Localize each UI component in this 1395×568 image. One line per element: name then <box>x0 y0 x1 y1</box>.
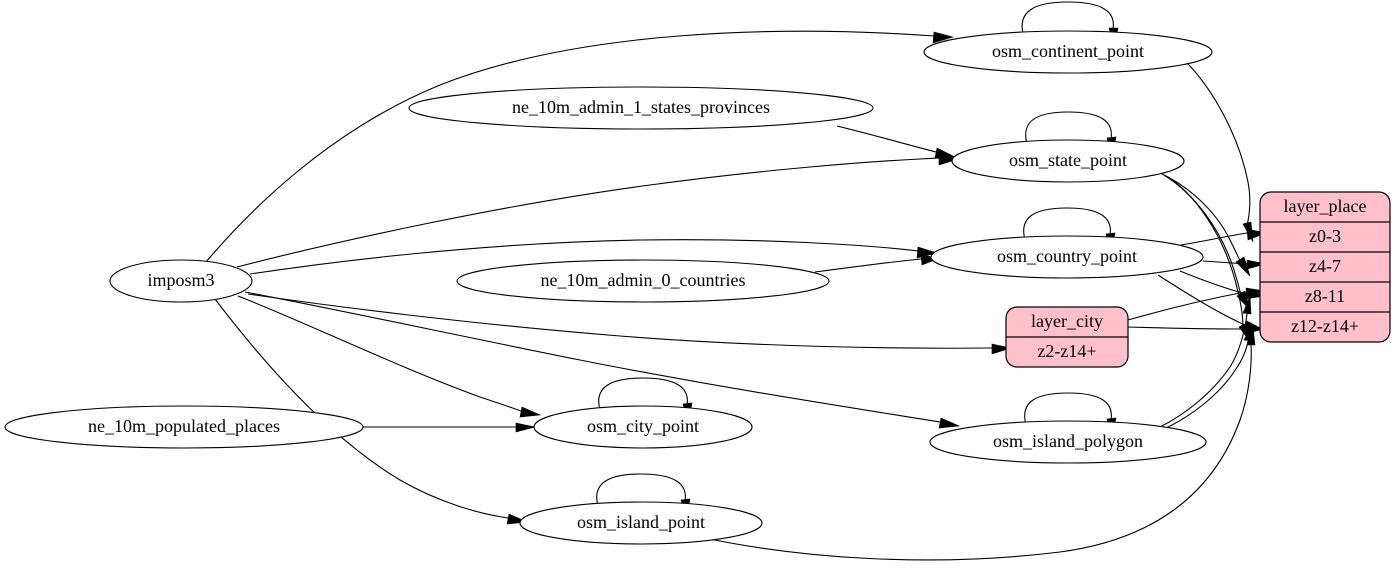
node-osm-country-point-shape[interactable] <box>930 235 1204 279</box>
node-ne-states-shape[interactable] <box>408 86 874 130</box>
selfloop-osm-island-point <box>596 473 686 507</box>
node-osm-city-point-shape[interactable] <box>533 405 753 449</box>
selfloop-osm-state-point <box>1025 111 1112 145</box>
node-osm-state-point-shape[interactable] <box>951 139 1185 183</box>
node-osm-continent-point-label: osm_continent_point <box>992 41 1144 61</box>
node-ne-10m-populated-places[interactable]: ne_10m_populated_places <box>4 405 364 449</box>
arrowhead-imposm3-osm-city-point <box>519 406 542 418</box>
node-osm-state-point[interactable]: osm_state_point <box>951 139 1185 183</box>
node-imposm3-shape[interactable] <box>109 259 253 303</box>
node-layer-place-row-z8-11[interactable]: z8-11 <box>1305 286 1345 306</box>
node-osm-island-polygon-shape[interactable] <box>929 420 1207 464</box>
arrowhead-ne-populated-osm-city-point <box>515 422 536 433</box>
edge-osm-continent-point-to-layer-place-z0-3 <box>1187 63 1251 226</box>
node-osm-state-point-label: osm_state_point <box>1009 150 1127 170</box>
edge-imposm3-to-osm-state-point <box>236 157 941 268</box>
selfloop-osm-island-polygon <box>1024 392 1112 426</box>
node-osm-continent-point-shape[interactable] <box>923 30 1213 74</box>
node-ne-10m-admin-1-states-provinces[interactable]: ne_10m_admin_1_states_provinces <box>408 86 874 130</box>
arrowhead-ne-states-osm-state-point <box>934 147 957 159</box>
node-osm-island-point-label: osm_island_point <box>577 512 705 532</box>
edge-osm-state-point-to-layer-place-z4-7 <box>1159 172 1241 262</box>
node-ne-countries-label: ne_10m_admin_0_countries <box>541 270 746 290</box>
selfloop-osm-continent-point <box>1021 1 1114 35</box>
edge-ne-countries-to-osm-country-point <box>814 258 922 273</box>
node-imposm3-label: imposm3 <box>147 270 214 290</box>
edge-imposm3-to-osm-city-point <box>237 295 522 412</box>
node-ne-countries-shape[interactable] <box>456 259 830 303</box>
edge-imposm3-to-osm-island-point <box>214 298 509 519</box>
selfloop-osm-city-point <box>598 377 688 411</box>
edge-osm-state-point-to-layer-place-z12-z14 <box>1167 176 1244 328</box>
node-osm-city-point-label: osm_city_point <box>587 416 699 436</box>
node-osm-island-point-shape[interactable] <box>519 501 763 545</box>
node-osm-island-point[interactable]: osm_island_point <box>519 501 763 545</box>
edge-imposm3-to-layer-city <box>247 293 993 349</box>
node-layer-city[interactable]: layer_city z2-z14+ <box>1005 306 1129 368</box>
arrowhead-imposm3-osm-island-polygon <box>938 417 961 429</box>
node-ne-populated-shape[interactable] <box>4 405 364 449</box>
edge-imposm3-to-osm-continent-point <box>205 30 936 263</box>
arrowhead-osm-country-point-z0-3 <box>1246 228 1268 241</box>
node-layer: imposm3 ne_10m_admin_1_states_provinces … <box>4 30 1391 545</box>
node-osm-city-point[interactable]: osm_city_point <box>533 405 753 449</box>
node-osm-country-point[interactable]: osm_country_point <box>930 235 1204 279</box>
arrowhead-osm-island-polygon-z8-11 <box>1242 295 1252 315</box>
edge-layer-city-to-layer-place-z12-z14 <box>1127 326 1246 330</box>
node-osm-continent-point[interactable]: osm_continent_point <box>923 30 1213 74</box>
node-ne-populated-label: ne_10m_populated_places <box>88 416 280 436</box>
edge-osm-country-point-to-layer-place-z0-3 <box>1180 232 1248 246</box>
arrowhead-osm-island-point-z12-z14 <box>1246 326 1256 346</box>
edge-layer-city-to-layer-place-z8-11 <box>1127 291 1246 321</box>
arrowhead-imposm3-osm-continent-point <box>932 31 955 44</box>
node-ne-states-label: ne_10m_admin_1_states_provinces <box>512 97 770 117</box>
edge-osm-country-point-to-layer-place-z8-11 <box>1179 270 1247 295</box>
node-osm-island-polygon-label: osm_island_polygon <box>993 431 1143 451</box>
edge-osm-island-polygon-to-layer-place-z12-z14 <box>1163 340 1249 430</box>
arrowhead-osm-country-point-z4-7 <box>1246 259 1267 270</box>
node-ne-10m-admin-0-countries[interactable]: ne_10m_admin_0_countries <box>456 259 830 303</box>
node-layer-place-row-z12-z14[interactable]: z12-z14+ <box>1291 316 1359 336</box>
selfloop-osm-country-point <box>1023 207 1111 241</box>
node-layer-city-title: layer_city <box>1031 311 1103 331</box>
edge-osm-island-point-to-layer-place-z12-z14 <box>704 344 1252 561</box>
node-layer-place[interactable]: layer_place z0-3 z4-7 z8-11 z12-z14+ <box>1259 191 1391 343</box>
edge-imposm3-to-osm-island-polygon <box>244 291 941 423</box>
node-osm-country-point-label: osm_country_point <box>997 246 1137 266</box>
edge-osm-state-point-to-layer-place-z8-11 <box>1163 174 1242 296</box>
node-layer-place-box[interactable] <box>1259 191 1391 343</box>
node-layer-place-row-z0-3[interactable]: z0-3 <box>1309 226 1341 246</box>
edge-osm-country-point-to-layer-place-z12-z14 <box>1157 274 1246 326</box>
edge-imposm3-to-osm-country-point <box>249 239 919 275</box>
node-layer-place-row-z4-7[interactable]: z4-7 <box>1309 256 1341 276</box>
arrowhead-imposm3-layer-city <box>991 343 1013 355</box>
edge-osm-country-point-to-layer-place-z4-7 <box>1202 260 1248 265</box>
node-layer-place-title: layer_place <box>1284 196 1367 216</box>
node-osm-island-polygon[interactable]: osm_island_polygon <box>929 420 1207 464</box>
node-layer-city-row-z2-z14[interactable]: z2-z14+ <box>1037 341 1096 361</box>
edge-ne-states-to-osm-state-point <box>836 125 937 153</box>
edge-osm-island-polygon-to-layer-place-z8-11 <box>1159 313 1248 428</box>
node-imposm3[interactable]: imposm3 <box>109 259 253 303</box>
